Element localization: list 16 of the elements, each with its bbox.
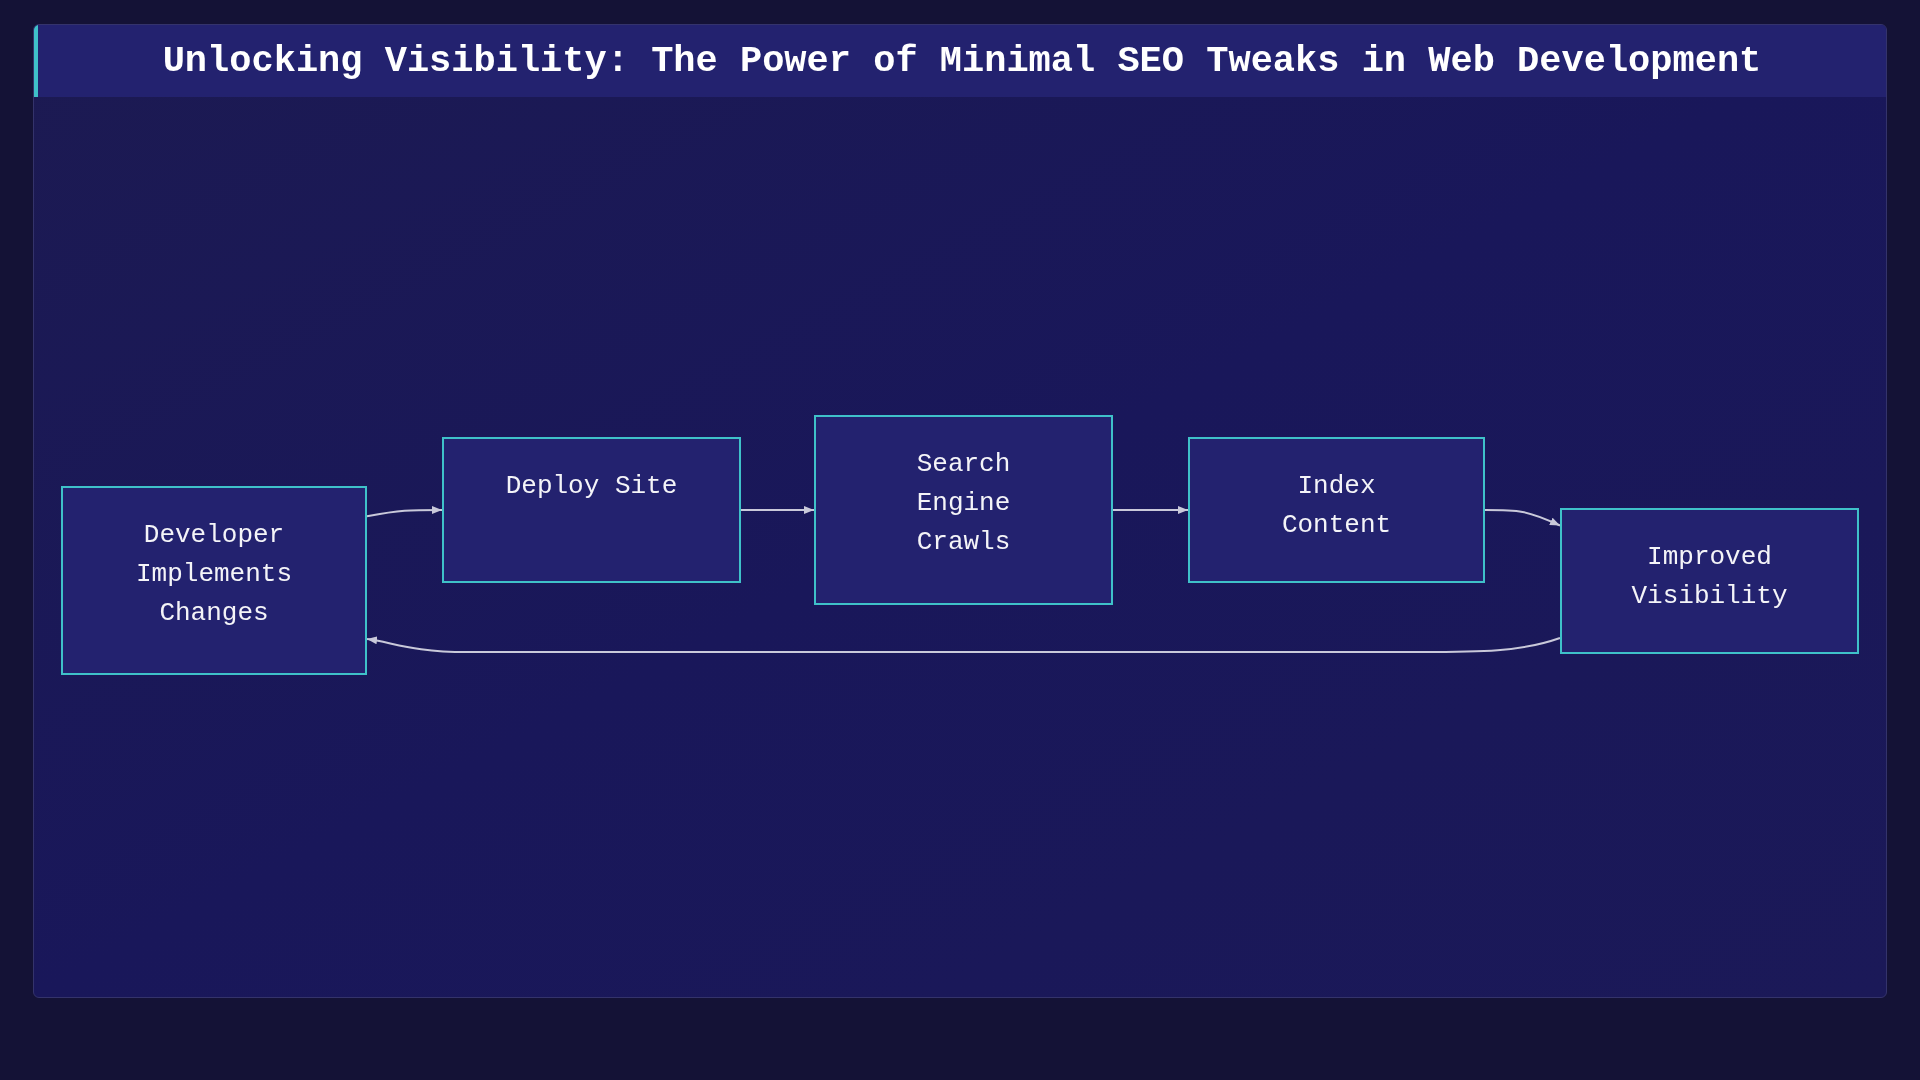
process-box	[1560, 508, 1859, 654]
step-label: Index Content	[1280, 470, 1393, 542]
process-box	[814, 415, 1113, 605]
process-box	[1188, 437, 1485, 583]
process-box	[61, 486, 367, 675]
title: Unlocking Visibility: The Power of Minimal SEO Tweaks in Web Development	[162, 39, 1762, 83]
step-label: Deploy Site	[505, 470, 678, 503]
arrow	[740, 506, 815, 514]
step-label: Improved Visibility	[1630, 541, 1789, 613]
step-label: Search Engine Crawls	[915, 448, 1012, 559]
arrow	[1484, 509, 1561, 527]
arrow	[366, 506, 443, 518]
arrow	[366, 636, 1561, 654]
process-box	[442, 437, 741, 583]
step-label: Developer Implements Changes	[135, 519, 293, 630]
arrow	[1112, 506, 1189, 514]
